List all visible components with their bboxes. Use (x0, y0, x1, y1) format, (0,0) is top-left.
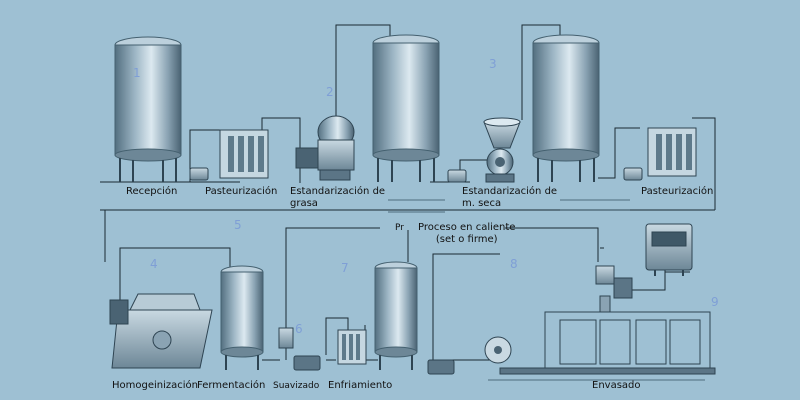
label-proceso-caliente: Proceso en caliente (set o firme) (418, 222, 515, 246)
plate-exchanger-2 (647, 127, 697, 177)
pump-2 (447, 169, 467, 183)
reception-tank (114, 36, 182, 182)
plate-exchanger-1 (219, 129, 269, 179)
label-pasteurizacion-1: Pasteurización (205, 186, 278, 197)
step-number-5: 5 (234, 218, 242, 232)
fat-separator (295, 115, 355, 181)
fermentation-tank (220, 265, 264, 370)
pump-1 (189, 167, 209, 181)
label-estandarizacion-mseca-line1: Estandarización de (462, 186, 558, 197)
step-number-4: 4 (150, 257, 158, 271)
packaging-machine (484, 265, 716, 375)
label-underlines (388, 199, 705, 381)
label-suavizado: Suavizado (273, 381, 320, 391)
label-proceso-caliente-line1: Proceso en caliente (418, 222, 516, 233)
standardization-tank-1 (372, 34, 440, 182)
control-panel (645, 223, 693, 276)
label-fermentacion: Fermentación (197, 380, 266, 391)
label-estandarizacion-grasa: Estandarización de grasa (290, 186, 385, 210)
label-pasteurizacion-2: Pasteurización (641, 186, 714, 197)
label-envasado: Envasado (592, 380, 641, 391)
step-number-9: 9 (711, 295, 719, 309)
storage-tank (374, 261, 418, 370)
label-homogeinizacion: Homogeinización (112, 380, 199, 391)
label-estandarizacion-grasa-line2: grasa (290, 198, 318, 209)
homogenizer (109, 293, 213, 369)
powder-mixer (483, 117, 521, 183)
label-proceso-caliente-line2: (set o firme) (435, 234, 498, 245)
smoothing-unit (278, 327, 321, 371)
step-number-2: 2 (326, 85, 334, 99)
step-number-1: 1 (133, 66, 141, 80)
standardization-tank-2 (532, 34, 600, 182)
step-number-3: 3 (489, 57, 497, 71)
step-number-6: 6 (295, 322, 303, 336)
step-number-7: 7 (341, 261, 349, 275)
label-recepcion: Recepción (126, 186, 178, 197)
step-number-8: 8 (510, 257, 518, 271)
label-enfriamiento: Enfriamiento (328, 380, 393, 391)
label-estandarizacion-mseca-line2: m. seca (462, 198, 502, 209)
pump-4 (427, 359, 455, 375)
pump-3 (623, 167, 643, 181)
label-estandarizacion-mseca: Estandarización de m. seca (462, 186, 557, 210)
label-estandarizacion-grasa-line1: Estandarización de (290, 186, 386, 197)
label-pr-mark: Pr (395, 223, 404, 233)
cooling-exchanger (337, 329, 367, 365)
